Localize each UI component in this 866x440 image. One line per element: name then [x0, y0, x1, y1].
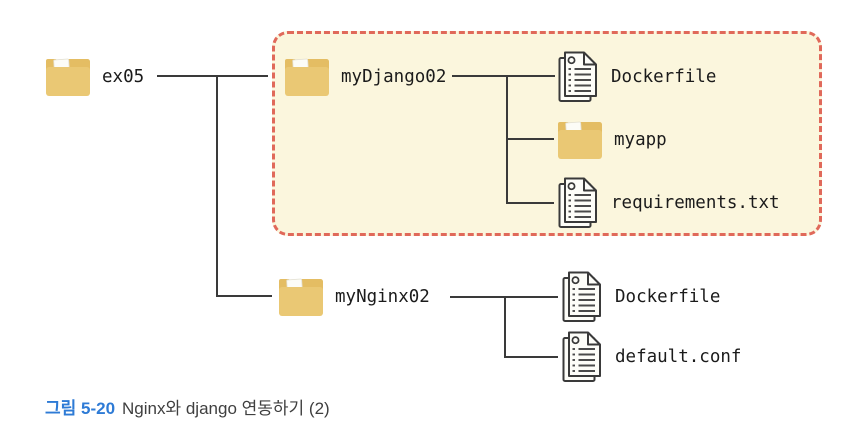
connector-line: [504, 356, 558, 358]
connector-line: [506, 202, 554, 204]
node-label: ex05: [102, 67, 145, 87]
node-label: myNginx02: [335, 287, 430, 307]
tree-node-mydjango02: myDjango02: [284, 57, 446, 97]
tree-node-dockerfile-nginx: Dockerfile: [560, 271, 720, 323]
connector-line: [157, 75, 268, 77]
tree-node-default-conf: default.conf: [560, 331, 741, 383]
node-label: Dockerfile: [615, 287, 721, 307]
figure-caption: 그림 5-20 Nginx와 django 연동하기 (2): [45, 394, 330, 419]
folder-icon: [284, 57, 330, 97]
tree-node-ex05: ex05: [45, 57, 144, 97]
folder-icon: [557, 120, 603, 160]
caption-text: Nginx와 django 연동하기 (2): [122, 399, 330, 418]
highlight-box: [272, 31, 822, 236]
connector-line: [216, 295, 272, 297]
node-label: myDjango02: [341, 67, 447, 87]
connector-line: [504, 296, 506, 358]
connector-line: [216, 75, 218, 296]
connector-line: [506, 138, 554, 140]
folder-icon: [45, 57, 91, 97]
tree-node-dockerfile-django: Dockerfile: [556, 51, 716, 103]
document-icon: [560, 271, 604, 323]
caption-number: 그림 5-20: [45, 399, 116, 418]
document-icon: [556, 51, 600, 103]
folder-icon: [278, 277, 324, 317]
tree-node-mynginx02: myNginx02: [278, 277, 430, 317]
node-label: default.conf: [615, 347, 742, 367]
document-icon: [560, 331, 604, 383]
node-label: myapp: [614, 130, 667, 150]
node-label: requirements.txt: [611, 193, 780, 213]
connector-line: [452, 75, 555, 77]
document-icon: [556, 177, 600, 229]
node-label: Dockerfile: [611, 67, 717, 87]
tree-node-requirements-txt: requirements.txt: [556, 177, 780, 229]
tree-node-myapp: myapp: [557, 120, 667, 160]
